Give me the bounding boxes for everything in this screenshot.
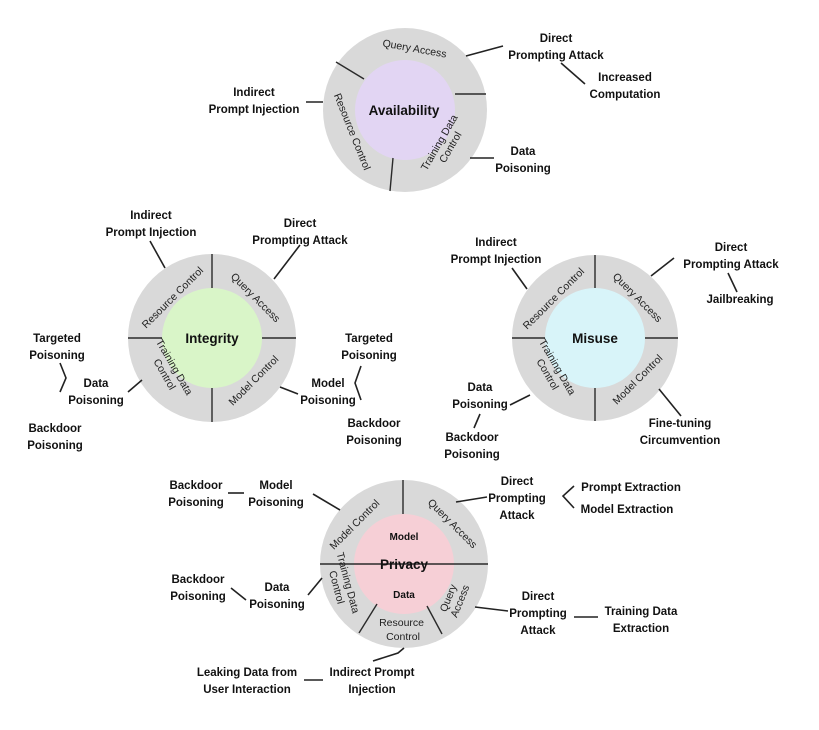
availability-core [355,60,455,160]
privacy-center-label: Privacy [380,557,429,572]
privacy-divider [426,605,443,635]
privacy-model-label: Model [390,532,419,543]
connector-line [465,45,504,57]
label-prompt-extraction: Prompt Extraction [581,482,681,494]
connector-line [312,493,341,511]
connector-line [230,587,247,601]
connector-line [372,647,405,662]
connector-line [279,386,299,395]
availability-divider [389,157,394,192]
label-model-extraction: Model Extraction [581,504,674,516]
connector-line [509,394,531,406]
connector-line [473,413,481,429]
connector-line [511,267,528,290]
ring-label-resource-control: Resource Control [379,617,427,643]
connector-line [455,496,488,503]
misuse-center-label: Misuse [572,331,618,346]
connector-line [307,577,323,596]
connector-line [273,244,301,280]
integrity-wheel: Resource Control Query Access Training D… [128,254,296,422]
availability-wheel: Query Access Resource Control Training D… [323,28,487,192]
privacy-divider [358,603,378,634]
availability-center-label: Availability [369,103,440,118]
connector-line [59,362,67,393]
misuse-wheel: Resource Control Query Access Training D… [512,255,678,421]
availability-divider [335,61,365,80]
privacy-data-label: Data [393,590,415,601]
connector-line [561,485,575,509]
connector-line [354,365,362,401]
integrity-center-label: Integrity [185,331,239,346]
connector-line [127,379,143,393]
connector-line [658,388,682,417]
connector-line [727,272,738,293]
connector-line [650,257,675,277]
privacy-wheel: Model Control Query Access Training Data… [320,480,488,648]
label-jailbreaking: Jailbreaking [706,294,773,306]
connector-line [560,62,586,85]
integrity-core [162,288,262,388]
connector-line [474,606,509,612]
misuse-core [545,288,645,388]
connector-line [149,240,166,269]
